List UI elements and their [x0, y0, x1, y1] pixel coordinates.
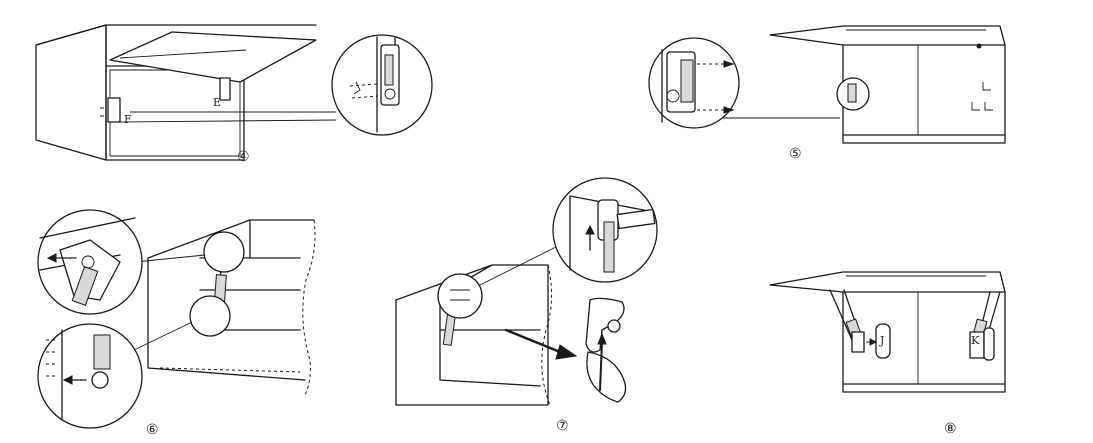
cabinet-side-panel	[35, 24, 107, 161]
step-4-number: ④	[237, 149, 250, 165]
cabinet-lid-open	[769, 25, 1006, 46]
step-7-number: ⑦	[556, 418, 569, 434]
step-5-illustration: ⑤	[648, 25, 1006, 162]
step-8-number: ⑧	[944, 421, 957, 437]
step-5-number: ⑤	[789, 146, 802, 162]
label-j: J	[879, 334, 884, 347]
step-8-illustration: J K ⑧	[769, 271, 1006, 437]
lift-mechanism-left	[107, 97, 121, 123]
step-6-detail-bottom	[37, 323, 143, 429]
bracket-clip	[585, 297, 625, 353]
label-f: F	[124, 113, 132, 126]
step-4-illustration: E F ④	[35, 24, 433, 165]
step-6-illustration: ⑥	[37, 209, 316, 438]
step-7-hinge-circle	[437, 273, 483, 319]
step-6-top-circle	[203, 231, 245, 273]
cover-cap-k	[983, 327, 995, 361]
cabinet-lid-open	[109, 31, 317, 83]
bracket-base	[586, 351, 627, 403]
label-e: E	[213, 96, 221, 109]
label-k: K	[971, 334, 980, 347]
mechanism-left	[851, 331, 865, 353]
step-6-bottom-circle	[189, 295, 231, 337]
cover-cap-j	[875, 323, 891, 359]
cabinet-body	[395, 264, 549, 406]
step-7-illustration: ⑦	[395, 177, 658, 434]
step-6-number: ⑥	[146, 422, 159, 438]
lift-mechanism-right	[219, 77, 231, 101]
cabinet-lid-open	[769, 271, 1006, 293]
